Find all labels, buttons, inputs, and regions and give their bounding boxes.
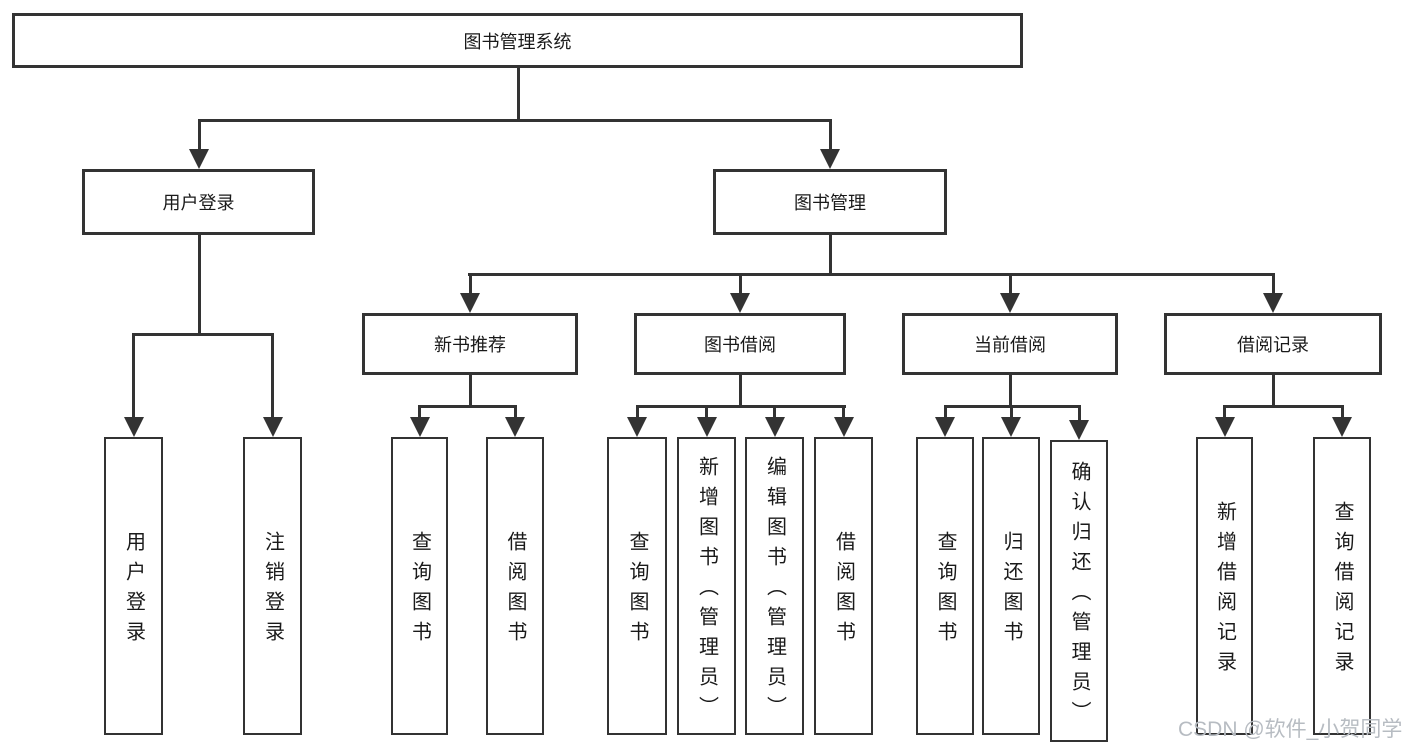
arrow-down-icon (189, 149, 209, 169)
arrow-down-icon (263, 417, 283, 437)
connector-line (829, 119, 832, 151)
leaf-borrow-book-1: 借阅图书 (486, 437, 544, 735)
leaf-add-book: 新增图书（管理员） (677, 437, 736, 735)
connector-line (514, 405, 517, 419)
arrow-down-icon (697, 417, 717, 437)
connector-line (1223, 405, 1226, 419)
arrow-down-icon (410, 417, 430, 437)
leaf-query-book-1: 查询图书 (391, 437, 448, 735)
connector-line (1272, 375, 1275, 408)
leaf-logout: 注销登录 (243, 437, 302, 735)
leaf-borrow-book-1-label: 借阅图书 (504, 531, 526, 651)
node-borrow-records-label: 借阅记录 (1237, 335, 1309, 355)
leaf-query-record-label: 查询借阅记录 (1331, 501, 1353, 681)
arrow-down-icon (1332, 417, 1352, 437)
leaf-confirm-return-label: 确认归还（管理员） (1068, 461, 1090, 731)
node-new-book-rec: 新书推荐 (362, 313, 578, 375)
connector-line (1078, 405, 1081, 422)
connector-line (842, 405, 845, 419)
connector-line (705, 405, 708, 419)
connector-line (1341, 405, 1344, 419)
leaf-query-book-2-label: 查询图书 (626, 531, 648, 651)
csdn-watermark: CSDN @软件_小贺同学 (1178, 718, 1403, 741)
node-book-borrow: 图书借阅 (634, 313, 846, 375)
connector-line (1009, 273, 1012, 295)
arrow-down-icon (1263, 293, 1283, 313)
connector-line (198, 119, 832, 122)
leaf-add-book-label: 新增图书（管理员） (695, 456, 718, 726)
leaf-user-login: 用户登录 (104, 437, 163, 735)
leaf-query-book-1-label: 查询图书 (408, 531, 431, 651)
connector-line (418, 405, 421, 419)
node-user-login-label: 用户登录 (162, 193, 235, 213)
leaf-user-login-label: 用户登录 (122, 531, 145, 651)
node-root-label: 图书管理系统 (463, 31, 572, 52)
arrow-down-icon (730, 293, 750, 313)
arrow-down-icon (820, 149, 840, 169)
arrow-down-icon (505, 417, 525, 437)
connector-line (469, 273, 472, 295)
node-borrow-records: 借阅记录 (1164, 313, 1382, 375)
arrow-down-icon (834, 417, 854, 437)
connector-line (739, 375, 742, 408)
leaf-edit-book: 编辑图书（管理员） (745, 437, 804, 735)
connector-line (132, 333, 274, 336)
connector-line (1272, 273, 1275, 295)
leaf-query-book-3: 查询图书 (916, 437, 974, 735)
connector-line (469, 375, 472, 408)
node-book-mgmt-label: 图书管理 (794, 193, 866, 213)
connector-line (944, 405, 947, 419)
arrow-down-icon (1000, 293, 1020, 313)
leaf-confirm-return: 确认归还（管理员） (1050, 440, 1108, 742)
node-root: 图书管理系统 (12, 13, 1023, 68)
node-current-borrow-label: 当前借阅 (974, 335, 1046, 355)
arrow-down-icon (1215, 417, 1235, 437)
connector-line (198, 119, 201, 151)
node-user-login: 用户登录 (82, 169, 315, 235)
arrow-down-icon (1069, 420, 1089, 440)
arrow-down-icon (627, 417, 647, 437)
leaf-return-book-label: 归还图书 (1000, 531, 1022, 651)
connector-line (636, 405, 846, 408)
node-book-mgmt: 图书管理 (713, 169, 947, 235)
leaf-query-book-2: 查询图书 (607, 437, 667, 735)
leaf-logout-label: 注销登录 (261, 531, 284, 651)
connector-line (132, 333, 135, 419)
connector-line (1010, 405, 1013, 419)
arrow-down-icon (1001, 417, 1021, 437)
arrow-down-icon (460, 293, 480, 313)
leaf-query-record: 查询借阅记录 (1313, 437, 1371, 735)
connector-line (829, 235, 832, 276)
connector-line (468, 273, 1275, 276)
leaf-borrow-book-2-label: 借阅图书 (832, 531, 855, 651)
connector-line (418, 405, 517, 408)
leaf-add-record: 新增借阅记录 (1196, 437, 1253, 735)
node-book-borrow-label: 图书借阅 (704, 335, 776, 355)
connector-line (198, 235, 201, 335)
leaf-edit-book-label: 编辑图书（管理员） (763, 456, 786, 726)
connector-line (271, 333, 274, 419)
connector-line (773, 405, 776, 419)
connector-line (1009, 375, 1012, 408)
connector-line (1223, 405, 1344, 408)
node-current-borrow: 当前借阅 (902, 313, 1118, 375)
connector-line (517, 68, 520, 121)
arrow-down-icon (765, 417, 785, 437)
arrow-down-icon (124, 417, 144, 437)
connector-line (739, 273, 742, 295)
connector-line (636, 405, 639, 419)
node-new-book-rec-label: 新书推荐 (434, 335, 506, 355)
leaf-borrow-book-2: 借阅图书 (814, 437, 873, 735)
leaf-return-book: 归还图书 (982, 437, 1040, 735)
arrow-down-icon (935, 417, 955, 437)
leaf-add-record-label: 新增借阅记录 (1213, 501, 1236, 681)
leaf-query-book-3-label: 查询图书 (934, 531, 956, 651)
